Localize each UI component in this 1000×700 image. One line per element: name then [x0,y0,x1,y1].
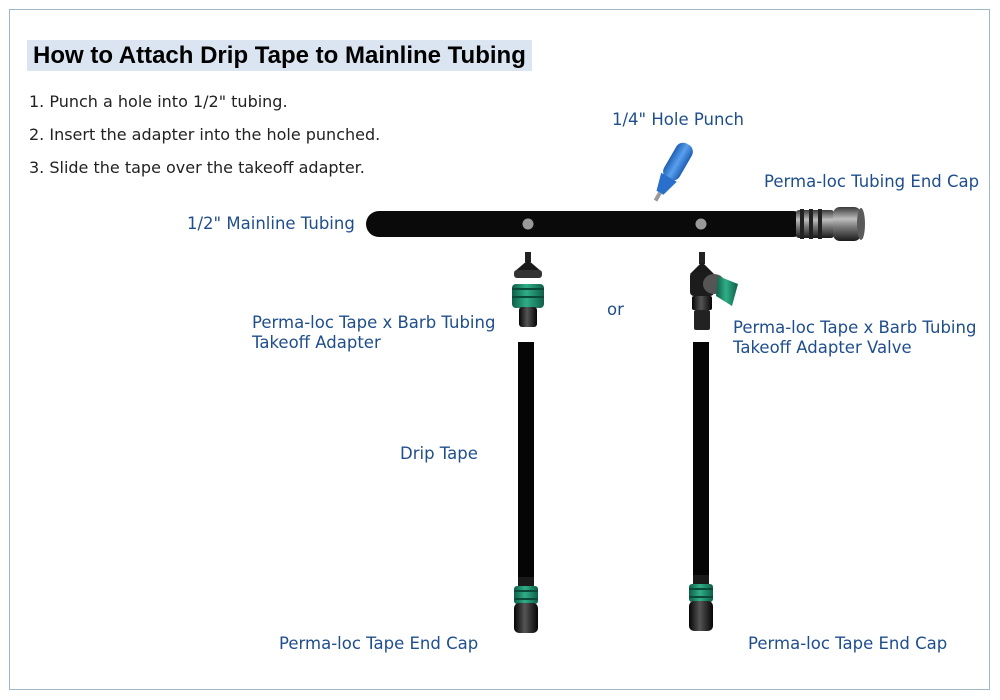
step-3: 3. Slide the tape over the takeoff adapt… [29,158,365,177]
takeoff-valve-label: Perma-loc Tape x Barb Tubing Takeoff Ada… [733,318,976,358]
diagram-frame [9,9,990,690]
tubing-end-cap-icon [796,207,865,241]
hole-punch-icon [653,142,693,202]
takeoff-valve-label-line2: Takeoff Adapter Valve [733,338,912,357]
takeoff-adapter-label: Perma-loc Tape x Barb Tubing Takeoff Ada… [252,313,495,353]
tape-end-cap-icon [514,577,538,633]
step-2: 2. Insert the adapter into the hole punc… [29,125,381,144]
step-1: 1. Punch a hole into 1/2" tubing. [29,92,288,111]
or-label: or [607,300,624,319]
takeoff-valve-label-line1: Perma-loc Tape x Barb Tubing [733,318,977,337]
drip-tape-left [518,342,534,580]
takeoff-adapter-label-line2: Takeoff Adapter [252,333,381,352]
page-title: How to Attach Drip Tape to Mainline Tubi… [27,40,532,71]
tape-end-cap-icon [689,575,713,631]
tubing-end-cap-label: Perma-loc Tubing End Cap [764,172,980,191]
mainline-tubing-label: 1/2" Mainline Tubing [187,214,355,233]
takeoff-adapter-icon [512,252,544,327]
drip-tape-label: Drip Tape [400,444,478,463]
mainline-tubing [366,211,806,237]
tape-end-cap-label-right: Perma-loc Tape End Cap [748,634,948,653]
takeoff-adapter-label-line1: Perma-loc Tape x Barb Tubing [252,313,496,332]
drip-tape-right [693,342,709,580]
punched-hole-right [695,218,707,230]
hole-punch-label: 1/4" Hole Punch [612,110,744,129]
takeoff-valve-icon [690,252,738,330]
punched-hole-left [522,218,534,230]
tape-end-cap-label-left: Perma-loc Tape End Cap [279,634,479,653]
